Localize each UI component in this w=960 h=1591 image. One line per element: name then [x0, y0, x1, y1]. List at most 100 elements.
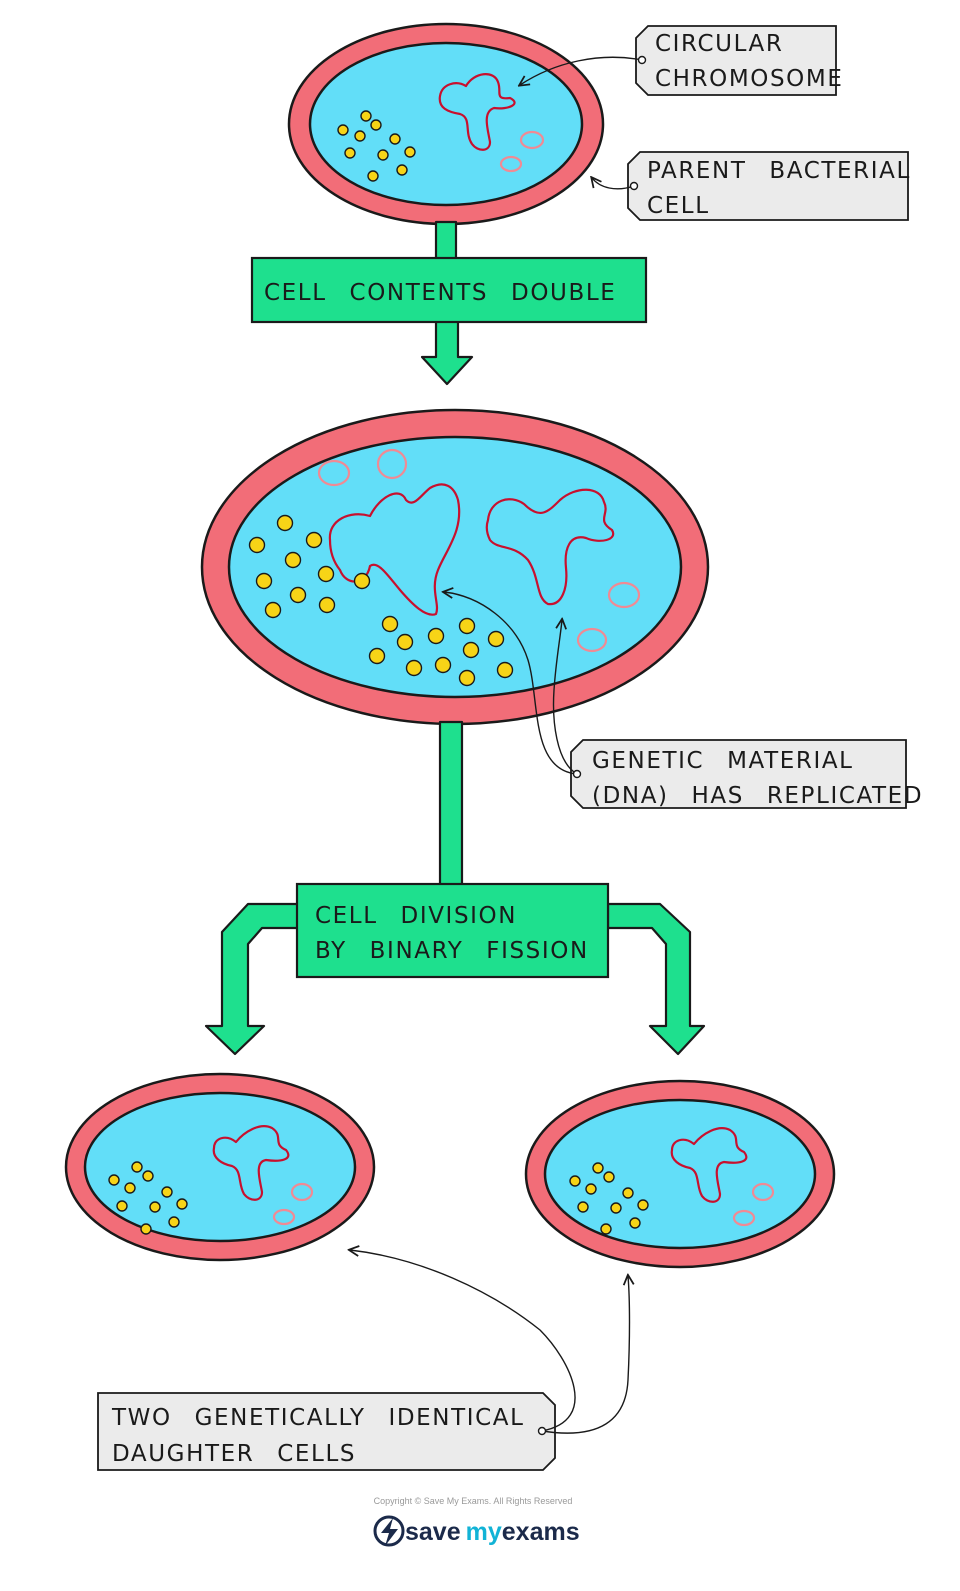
plasmid — [732, 1209, 756, 1227]
ribosome — [248, 536, 266, 554]
ribosome — [629, 1217, 641, 1229]
pointer-arrow-left — [350, 1250, 576, 1432]
brand-exams: exams — [502, 1518, 580, 1546]
binary-fission-arrow: CELL DIVISION BY BINARY FISSION — [204, 720, 706, 1056]
pointer-dot — [629, 181, 639, 191]
cell-division-line-2: BY BINARY FISSION — [315, 938, 589, 964]
plasmid — [290, 1182, 314, 1202]
ribosome — [289, 586, 307, 604]
ribosome — [255, 572, 273, 590]
plasmid — [607, 581, 641, 609]
ribosome — [370, 119, 382, 131]
ribosome — [585, 1183, 597, 1195]
right-branch-arrow — [606, 902, 706, 1056]
ribosome — [360, 110, 372, 122]
ribosome — [305, 531, 323, 549]
ribosome — [396, 633, 414, 651]
label-line-2: DAUGHTER CELLS — [112, 1441, 356, 1467]
ribosome — [458, 669, 476, 687]
pointer-arrow-1 — [444, 592, 578, 775]
brand-save: save — [405, 1518, 461, 1546]
daughter-chromosome — [670, 1127, 748, 1203]
parent-circular-chromosome — [438, 73, 516, 151]
parent-ribosomes — [337, 110, 416, 182]
ribosome — [168, 1216, 180, 1228]
label-tag — [627, 151, 909, 221]
doubled-bacterial-cell — [200, 408, 710, 726]
ribosome — [276, 514, 294, 532]
parent-cytoplasm — [308, 41, 584, 207]
contents-double-arrow: CELL CONTENTS DOUBLE — [250, 220, 648, 386]
ribosome — [176, 1198, 188, 1210]
ribosome — [131, 1161, 143, 1173]
ribosome — [404, 146, 416, 158]
ribosome — [161, 1186, 173, 1198]
ribosome — [354, 130, 366, 142]
label-tag — [635, 25, 837, 96]
label-tag — [570, 739, 907, 809]
ribosome — [637, 1199, 649, 1211]
footer: Copyright © Save My Exams. All Rights Re… — [373, 1496, 580, 1547]
label-line-1: CIRCULAR — [655, 31, 783, 57]
ribosome — [142, 1170, 154, 1182]
ribosome — [569, 1175, 581, 1187]
ribosome — [622, 1187, 634, 1199]
plasmid — [576, 627, 608, 653]
ribosome — [116, 1200, 128, 1212]
parent-plasmid — [499, 155, 523, 173]
plasmid — [272, 1208, 296, 1226]
pointer-dot — [637, 55, 647, 65]
ribosome — [317, 565, 335, 583]
ribosome — [389, 133, 401, 145]
ribosome — [600, 1223, 612, 1235]
doubled-ribosomes — [248, 514, 514, 687]
ribosome — [108, 1174, 120, 1186]
label-tag — [97, 1392, 556, 1471]
ribosome — [318, 596, 336, 614]
ribosome — [353, 572, 371, 590]
pointer-arrow — [520, 56, 643, 85]
dna-replicated-label: GENETIC MATERIAL (DNA) HAS REPLICATED — [444, 592, 923, 809]
daughter-cell-right — [524, 1079, 836, 1269]
pointer-dot — [572, 769, 582, 779]
label-line-2: (DNA) HAS REPLICATED — [592, 783, 923, 809]
ribosome — [377, 149, 389, 161]
daughter-cells-label: TWO GENETICALLY IDENTICAL DAUGHTER CELLS — [97, 1250, 630, 1471]
ribosome — [284, 551, 302, 569]
pointer-dot — [537, 1426, 547, 1436]
ribosome — [396, 164, 408, 176]
plasmid — [317, 459, 351, 487]
cell-division-line-1: CELL DIVISION — [315, 903, 517, 929]
ribosome — [140, 1223, 152, 1235]
daughter-cytoplasm — [543, 1098, 817, 1250]
circular-chromosome-label: CIRCULAR CHROMOSOME — [520, 25, 843, 96]
daughter-ribosomes — [108, 1161, 188, 1235]
parent-bacterial-cell-label: PARENT BACTERIAL CELL — [592, 151, 911, 221]
ribosome — [264, 601, 282, 619]
ribosome — [462, 641, 480, 659]
label-line-1: PARENT BACTERIAL — [647, 158, 911, 184]
ribosome — [577, 1201, 589, 1213]
ribosome — [458, 617, 476, 635]
left-branch-arrow — [204, 902, 302, 1056]
ribosome — [149, 1201, 161, 1213]
ribosome — [344, 147, 356, 159]
ribosome — [610, 1202, 622, 1214]
daughter-chromosome — [212, 1125, 290, 1201]
pointer-arrow-2 — [552, 620, 578, 775]
ribosome — [427, 627, 445, 645]
ribosome — [592, 1162, 604, 1174]
daughter-cytoplasm — [83, 1091, 357, 1243]
doubled-cytoplasm — [227, 435, 683, 699]
ribosome — [487, 630, 505, 648]
label-line-2: CHROMOSOME — [655, 66, 843, 92]
plasmid — [376, 448, 408, 480]
lightning-bolt-icon — [373, 1515, 405, 1547]
plasmid — [751, 1182, 775, 1202]
pointer-arrow-right — [541, 1276, 630, 1434]
cell-contents-double-text: CELL CONTENTS DOUBLE — [264, 280, 616, 306]
cell-contents-double-box — [250, 256, 648, 324]
